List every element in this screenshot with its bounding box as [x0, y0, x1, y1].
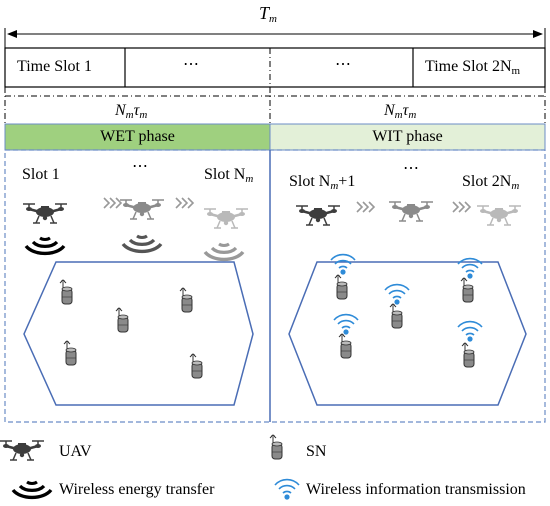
wet-slot-1-label: Slot 1 [22, 166, 60, 183]
phase-dashed-frame [4, 149, 546, 423]
drone-icon [294, 204, 342, 227]
wifi-signal-icon [384, 283, 410, 306]
sensor-node-icon [460, 277, 474, 303]
slot-dots-right: ⋯ [335, 56, 351, 73]
wifi-signal-icon [457, 320, 483, 343]
legend-drone-icon [0, 439, 46, 462]
chevron-icon [103, 197, 122, 209]
energy-wave-icon [24, 236, 66, 256]
period-label: Tm [259, 3, 277, 25]
chevron-icon [356, 201, 375, 213]
wit-slot-n1-label: Slot Nm+1 [289, 173, 356, 192]
legend-energy-wave-icon [11, 480, 53, 500]
sensor-node-icon [334, 274, 348, 300]
drone-icon [21, 202, 69, 225]
chevron-icon [452, 201, 471, 213]
wit-duration-label: Nmτm [384, 102, 417, 121]
wit-phase-bar [269, 123, 546, 151]
wifi-signal-icon [330, 253, 356, 276]
drone-icon [387, 200, 435, 223]
legend-wit-label: Wireless information transmission [306, 481, 526, 498]
wit-slot-2n-label: Slot 2Nm [462, 173, 520, 192]
wet-phase-bar [4, 123, 271, 151]
sensor-node-icon [63, 340, 77, 366]
sensor-node-icon [338, 333, 352, 359]
legend-wifi-signal-icon [274, 478, 300, 501]
wet-slot-n-label: Slot Nm [204, 166, 254, 185]
wet-slot-dots: ⋯ [132, 158, 148, 175]
slot-bar-frame [4, 47, 546, 88]
slot-dots-left: ⋯ [183, 56, 199, 73]
wit-coverage-region [288, 261, 527, 406]
sensor-node-icon [115, 307, 129, 333]
chevron-icon [175, 197, 194, 209]
wit-phase-label: WIT phase [372, 128, 443, 145]
drone-icon [475, 204, 523, 227]
energy-wave-icon [121, 234, 163, 254]
wet-phase-label: WET phase [100, 128, 175, 145]
energy-wave-icon [203, 242, 245, 262]
sensor-node-icon [461, 342, 475, 368]
wet-coverage-region [23, 261, 254, 406]
drone-icon [202, 207, 250, 230]
sensor-node-icon [189, 353, 203, 379]
wit-slot-dots: ⋯ [403, 160, 419, 177]
sensor-node-icon [59, 279, 73, 305]
legend-wet-label: Wireless energy transfer [59, 481, 215, 498]
wifi-signal-icon [333, 313, 359, 336]
legend-sensor-node-icon [269, 434, 283, 460]
slot-last-label: Time Slot 2Nm [425, 58, 521, 77]
slot-first-label: Time Slot 1 [17, 58, 92, 75]
wet-duration-label: Nmτm [115, 102, 148, 121]
sensor-node-icon [389, 303, 403, 329]
drone-icon [118, 198, 166, 221]
legend-sn-label: SN [306, 443, 327, 460]
legend-uav-label: UAV [59, 443, 92, 460]
sensor-node-icon [179, 287, 193, 313]
